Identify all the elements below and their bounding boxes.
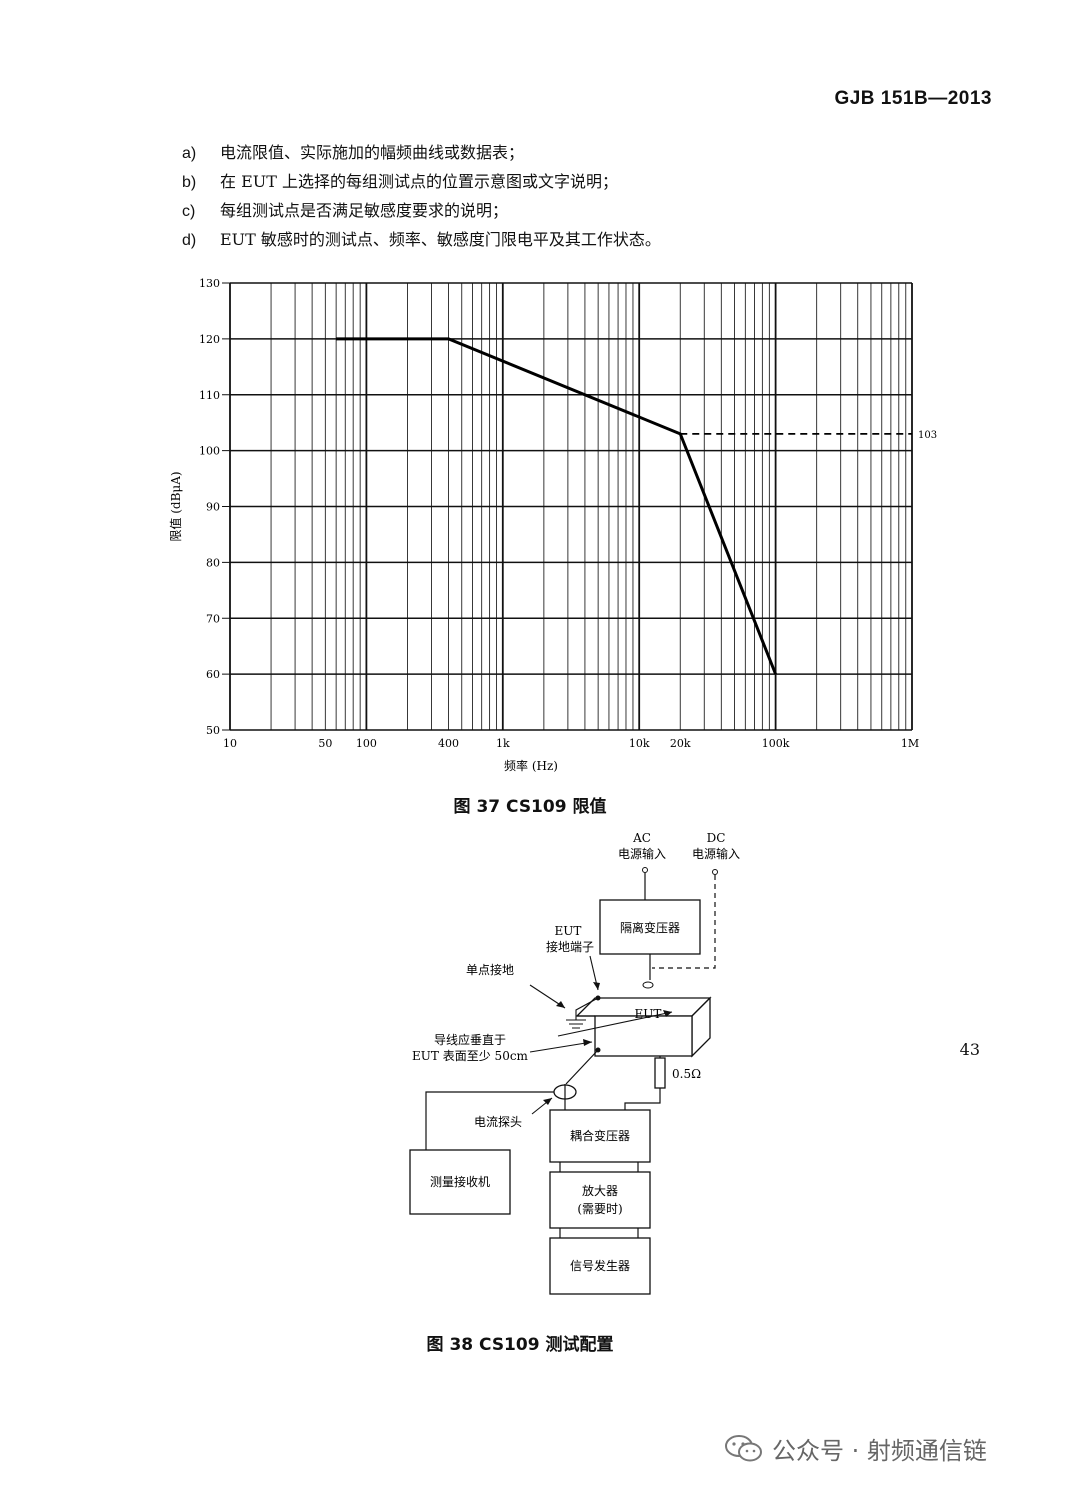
- receiver-label: 测量接收机: [430, 1174, 490, 1189]
- ac-terminal: [642, 867, 648, 873]
- list-item-mark: d): [182, 232, 197, 249]
- page-number: 43: [959, 1040, 980, 1059]
- dc-wire: [652, 875, 716, 969]
- eut-lead-arrow: [557, 1011, 673, 1037]
- x-tick-label: 50: [318, 737, 332, 750]
- y-tick-label: 110: [199, 389, 220, 402]
- wire-note-label: 导线应垂直于: [434, 1032, 506, 1047]
- y-tick-label: 90: [206, 501, 220, 514]
- list-item-text: 每组测试点是否满足敏感度要求的说明；: [220, 201, 509, 220]
- wire-note-arrow: [529, 1041, 593, 1053]
- list-item: a) 电流限值、实际施加的幅频曲线或数据表；: [182, 140, 661, 169]
- y-tick-labels: 50 60 70 80 90 100 110 120 130: [199, 277, 230, 737]
- x-tick-label: 10: [223, 737, 237, 750]
- chart-series: [336, 337, 912, 675]
- list-item: d) EUT 敏感时的测试点、频率、敏感度门限电平及其工作状态。: [182, 227, 661, 256]
- amplifier-box: [549, 1171, 651, 1229]
- x-tick-label: 400: [438, 737, 459, 750]
- ac-label: AC: [632, 831, 651, 845]
- eut-label: EUT: [635, 1007, 662, 1021]
- y-tick-label: 120: [199, 333, 220, 346]
- eut-box-front: [594, 1015, 693, 1057]
- standard-number: GJB 151B—2013: [834, 88, 992, 109]
- eut-lead-wire: [565, 1049, 599, 1085]
- y-tick-label: 100: [199, 445, 220, 458]
- receiver-box: [409, 1149, 511, 1215]
- resistor-label: 0.5Ω: [672, 1067, 701, 1081]
- isolation-transformer-box: [599, 899, 701, 955]
- dc-label: DC: [707, 831, 726, 845]
- wire-note-label-sub: EUT 表面至少 50cm: [412, 1049, 528, 1063]
- y-tick-label: 50: [206, 724, 220, 737]
- signal-generator-box: [549, 1237, 651, 1295]
- limit-line-solid: [336, 337, 777, 675]
- watermark: 公众号 · 射频通信链: [724, 1428, 987, 1468]
- figure38-caption: 图 38 CS109 测试配置: [426, 1335, 614, 1355]
- isolation-transformer-label: 隔离变压器: [620, 920, 680, 935]
- cs109-test-setup-diagram: AC 电源输入 DC 电源输入 隔离变压器 EUT 接地端子 EUT 单点接地 …: [409, 831, 740, 1295]
- dc-terminal: [712, 869, 718, 875]
- list-item: c) 每组测试点是否满足敏感度要求的说明；: [182, 198, 661, 227]
- ac-label-sub: 电源输入: [618, 846, 666, 861]
- y-tick-label: 80: [206, 556, 220, 569]
- eut-power-connector: [642, 981, 654, 989]
- coupling-transformer-box: [549, 1109, 651, 1163]
- y-tick-label: 70: [206, 612, 220, 625]
- y-tick-label: 60: [206, 668, 220, 681]
- report-items-list: a) 电流限值、实际施加的幅频曲线或数据表； b) 在 EUT 上选择的每组测试点的…: [182, 140, 661, 256]
- amplifier-label-sub: (需要时): [577, 1202, 622, 1216]
- ground-symbol-icon: [566, 997, 599, 1029]
- list-item-text: 电流限值、实际施加的幅频曲线或数据表；: [220, 143, 525, 162]
- single-point-ground-label: 单点接地: [466, 962, 514, 977]
- signal-generator-label: 信号发生器: [570, 1258, 630, 1273]
- list-item-mark: b): [182, 174, 197, 191]
- wechat-icon: [725, 1435, 762, 1462]
- coupling-transformer-label: 耦合变压器: [570, 1128, 630, 1143]
- x-tick-labels: 10 50 100 400 1k 10k 20k 100k 1M: [223, 737, 919, 750]
- x-tick-label: 1M: [901, 737, 919, 750]
- probe-to-receiver-wire: [425, 1091, 554, 1150]
- resistor-icon: [654, 1057, 666, 1089]
- current-probe-label: 电流探头: [474, 1115, 522, 1129]
- list-item-mark: c): [182, 203, 196, 220]
- x-tick-label: 10k: [629, 737, 650, 750]
- x-tick-label: 20k: [670, 737, 691, 750]
- list-item-mark: a): [182, 145, 197, 162]
- y-axis-label: 限值 (dBμA): [168, 471, 183, 541]
- amplifier-label: 放大器: [582, 1183, 618, 1198]
- x-tick-label: 1k: [496, 737, 510, 750]
- dc-label-sub: 电源输入: [692, 846, 740, 861]
- x-tick-label: 100: [356, 737, 377, 750]
- x-tick-label: 100k: [762, 737, 790, 750]
- annotation-label: 103: [918, 430, 937, 441]
- y-tick-label: 130: [199, 277, 220, 290]
- eut-ground-label-sub: 接地端子: [546, 939, 594, 954]
- eut-ground-label: EUT: [555, 924, 582, 938]
- list-item-text: 在 EUT 上选择的每组测试点的位置示意图或文字说明；: [220, 172, 619, 191]
- chart-grid-major: [229, 282, 913, 731]
- x-axis-label: 频率 (Hz): [504, 758, 558, 773]
- list-item-text: EUT 敏感时的测试点、频率、敏感度门限电平及其工作状态。: [220, 230, 661, 249]
- list-item: b) 在 EUT 上选择的每组测试点的位置示意图或文字说明；: [182, 169, 661, 198]
- watermark-text: 公众号 · 射频通信链: [772, 1436, 987, 1465]
- figure37-caption: 图 37 CS109 限值: [453, 797, 607, 817]
